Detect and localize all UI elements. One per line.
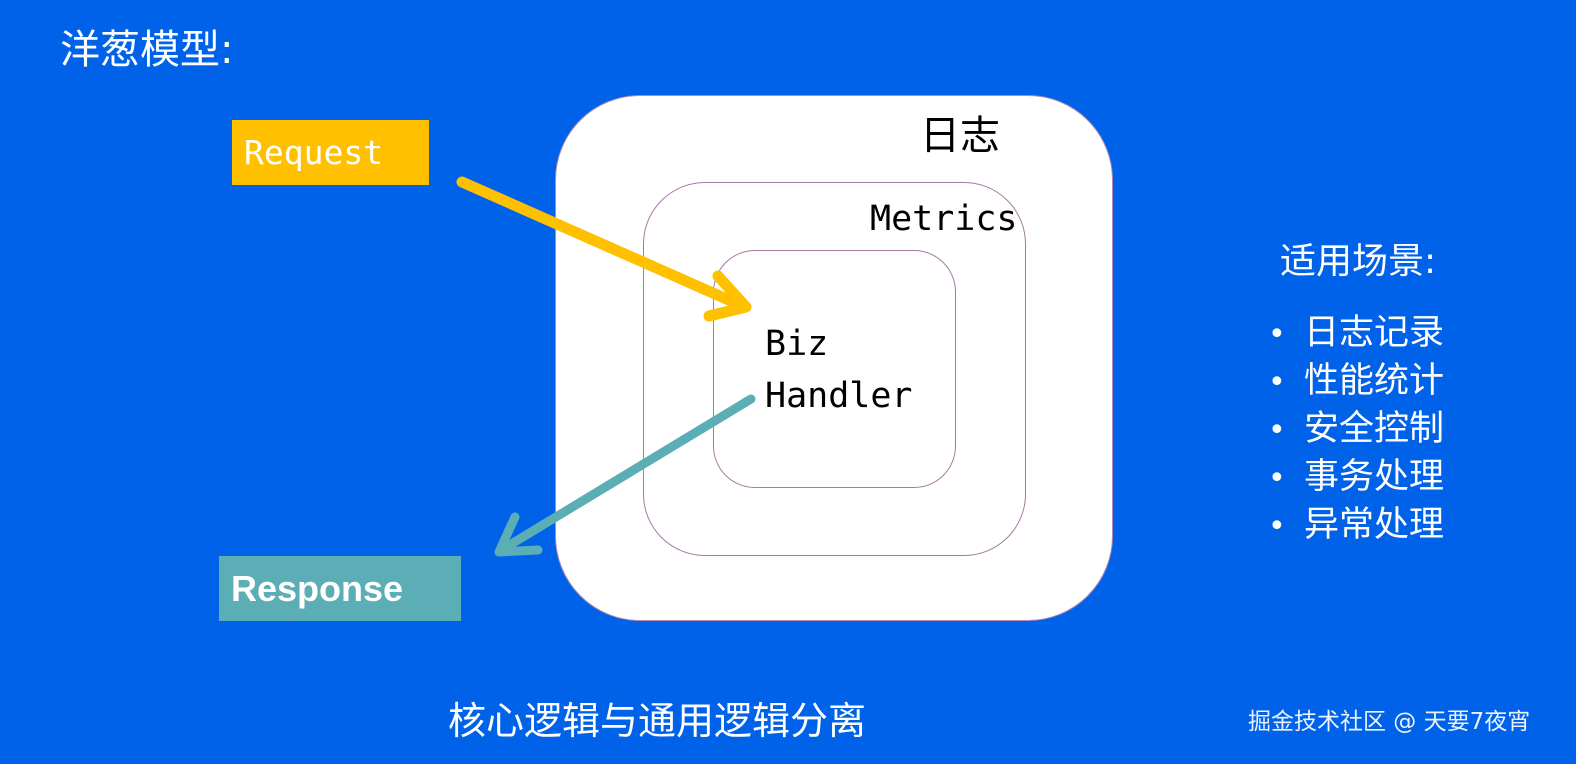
scenario-item: • 安全控制 (1268, 406, 1444, 454)
layer-inner-biz-handler (713, 250, 956, 488)
scenario-list: • 日志记录 • 性能统计 • 安全控制 • 事务处理 • 异常处理 (1268, 310, 1444, 550)
bullet-icon: • (1268, 413, 1286, 448)
response-arrow (494, 394, 756, 557)
request-box: Request (232, 120, 429, 185)
layer-outer-label: 日志 (920, 113, 1000, 159)
bottom-caption: 核心逻辑与通用逻辑分离 (448, 699, 867, 743)
bullet-icon: • (1268, 461, 1286, 496)
layer-inner-label-line1: Biz (765, 324, 829, 364)
bullet-icon: • (1268, 509, 1286, 544)
watermark: 掘金技术社区 @ 天要7夜宵 (1248, 709, 1531, 735)
scenario-item: • 性能统计 (1268, 358, 1444, 406)
scenario-item-label: 事务处理 (1304, 457, 1445, 497)
scenarios-title: 适用场景: (1280, 241, 1437, 282)
scenario-item-label: 日志记录 (1304, 313, 1445, 353)
page-title: 洋葱模型: (60, 27, 234, 73)
layer-inner-label-line2: Handler (765, 376, 913, 416)
request-label: Request (244, 133, 384, 172)
scenario-item-label: 异常处理 (1304, 505, 1445, 545)
scenario-item: • 日志记录 (1268, 310, 1444, 358)
response-box: Response (219, 556, 461, 621)
scenario-item: • 事务处理 (1268, 454, 1444, 502)
scenario-item-label: 安全控制 (1304, 409, 1445, 449)
scenario-item: • 异常处理 (1268, 502, 1444, 550)
layer-middle-label: Metrics (870, 199, 1018, 239)
response-label: Response (231, 568, 404, 609)
bullet-icon: • (1268, 317, 1286, 352)
request-arrow (456, 176, 752, 322)
scenario-item-label: 性能统计 (1304, 361, 1445, 401)
bullet-icon: • (1268, 365, 1286, 400)
